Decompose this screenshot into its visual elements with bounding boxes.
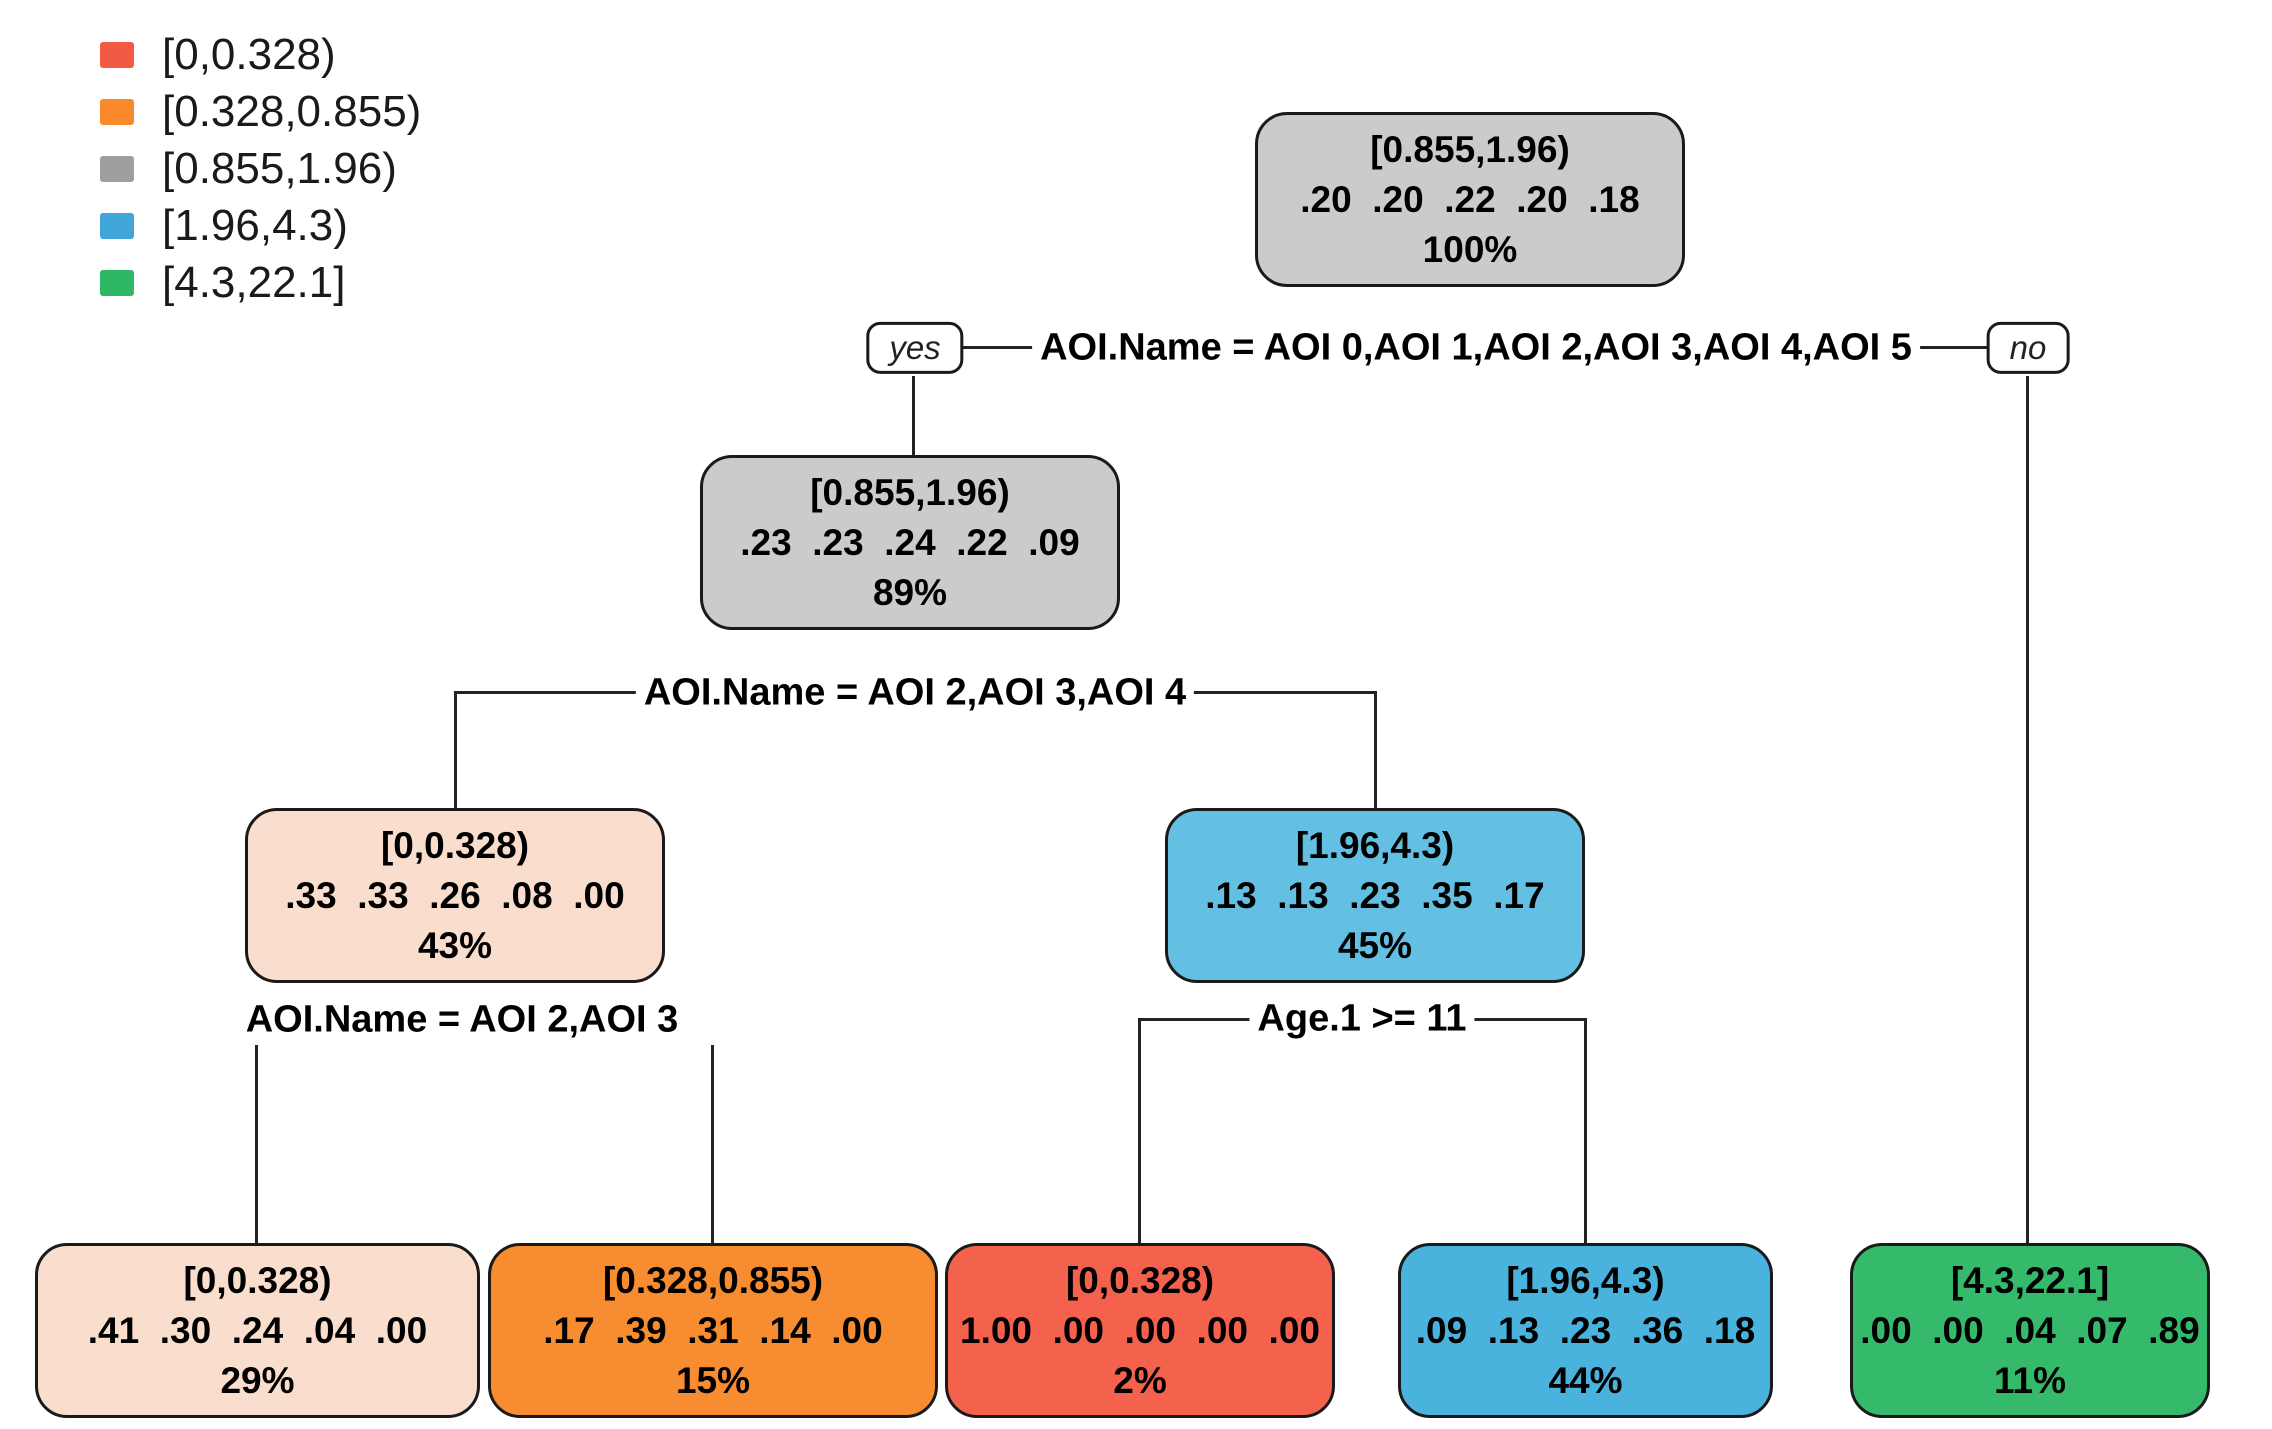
tree-leaf-3: [0,0.328) 1.00 .00 .00 .00 .00 2% [945, 1243, 1335, 1418]
legend-label: [0.855,1.96) [162, 143, 397, 193]
branch-line-split2-right-vertical [1374, 691, 1377, 808]
split-condition-1: AOI.Name = AOI 0,AOI 1,AOI 2,AOI 3,AOI 4… [1032, 324, 1920, 372]
tree-node-internal-level2: [0.855,1.96) .23 .23 .24 .22 .09 89% [700, 455, 1120, 630]
node-percent: 43% [417, 924, 493, 966]
split-condition-3: AOI.Name = AOI 2,AOI 3 [237, 996, 687, 1044]
tree-leaf-4: [1.96,4.3) .09 .13 .23 .36 .18 44% [1398, 1243, 1773, 1418]
split-condition-4: Age.1 >= 11 [1249, 995, 1475, 1043]
legend-color-swatch [100, 155, 134, 182]
node-probabilities: .20 .20 .22 .20 .18 [1300, 178, 1640, 220]
legend-label: [1.96,4.3) [162, 200, 348, 250]
node-percent: 100% [1422, 228, 1518, 270]
node-probabilities: .17 .39 .31 .14 .00 [543, 1309, 883, 1351]
legend-item: [0.855,1.96) [100, 140, 421, 197]
branch-line-split4-left-vertical [1138, 1018, 1141, 1243]
legend-color-swatch [100, 98, 134, 125]
legend-item: [0,0.328) [100, 26, 421, 83]
legend-color-swatch [100, 212, 134, 239]
legend-item: [4.3,22.1] [100, 254, 421, 311]
legend-color-swatch [100, 41, 134, 68]
node-class-label: [0,0.328) [183, 1259, 332, 1301]
tree-node-internal-right: [1.96,4.3) .13 .13 .23 .35 .17 45% [1165, 808, 1585, 983]
node-class-label: [0.855,1.96) [1370, 128, 1570, 170]
tree-node-internal-left: [0,0.328) .33 .33 .26 .08 .00 43% [245, 808, 665, 983]
node-class-label: [0,0.328) [380, 824, 530, 866]
node-class-label: [1.96,4.3) [1295, 824, 1455, 866]
legend-item: [1.96,4.3) [100, 197, 421, 254]
node-percent: 44% [1548, 1359, 1623, 1401]
tree-node-root: [0.855,1.96) .20 .20 .22 .20 .18 100% [1255, 112, 1685, 287]
branch-line-split2-left-vertical [454, 691, 457, 808]
node-probabilities: .13 .13 .23 .35 .17 [1205, 874, 1545, 916]
node-class-label: [4.3,22.1] [1950, 1259, 2110, 1301]
tree-leaf-5: [4.3,22.1] .00 .00 .04 .07 .89 11% [1850, 1243, 2210, 1418]
node-class-label: [0.855,1.96) [810, 471, 1010, 513]
node-class-label: [0,0.328) [1065, 1259, 1215, 1301]
node-percent: 29% [220, 1359, 295, 1401]
branch-line-split4-right-vertical [1584, 1018, 1587, 1243]
node-probabilities: .41 .30 .24 .04 .00 [87, 1309, 428, 1351]
node-probabilities: .00 .00 .04 .07 .89 [1860, 1309, 2200, 1351]
node-probabilities: 1.00 .00 .00 .00 .00 [960, 1309, 1320, 1351]
legend-color-swatch [100, 269, 134, 296]
node-percent: 45% [1337, 924, 1413, 966]
yes-badge: yes [866, 321, 964, 375]
branch-line-yes-vertical [912, 376, 915, 456]
node-percent: 89% [872, 571, 948, 613]
legend-label: [0,0.328) [162, 29, 336, 79]
legend-label: [0.328,0.855) [162, 86, 422, 136]
node-class-label: [1.96,4.3) [1506, 1259, 1665, 1301]
node-percent: 15% [675, 1359, 751, 1401]
split-condition-2: AOI.Name = AOI 2,AOI 3,AOI 4 [635, 669, 1195, 717]
node-percent: 11% [1993, 1359, 2066, 1401]
node-percent: 2% [1113, 1359, 1167, 1401]
legend-item: [0.328,0.855) [100, 83, 421, 140]
node-probabilities: .23 .23 .24 .22 .09 [740, 521, 1080, 563]
node-class-label: [0.328,0.855) [602, 1259, 824, 1301]
branch-line-split3-left-vertical [255, 1045, 258, 1243]
legend-label: [4.3,22.1] [162, 257, 346, 307]
branch-line-split3-right-vertical [711, 1045, 714, 1243]
legend: [0,0.328) [0.328,0.855) [0.855,1.96) [1.… [100, 26, 421, 311]
tree-leaf-2: [0.328,0.855) .17 .39 .31 .14 .00 15% [488, 1243, 938, 1418]
no-badge: no [1986, 321, 2070, 375]
tree-leaf-1: [0,0.328) .41 .30 .24 .04 .00 29% [35, 1243, 480, 1418]
branch-line-no-vertical [2026, 376, 2029, 1243]
node-probabilities: .09 .13 .23 .36 .18 [1415, 1309, 1756, 1351]
node-probabilities: .33 .33 .26 .08 .00 [285, 874, 625, 916]
